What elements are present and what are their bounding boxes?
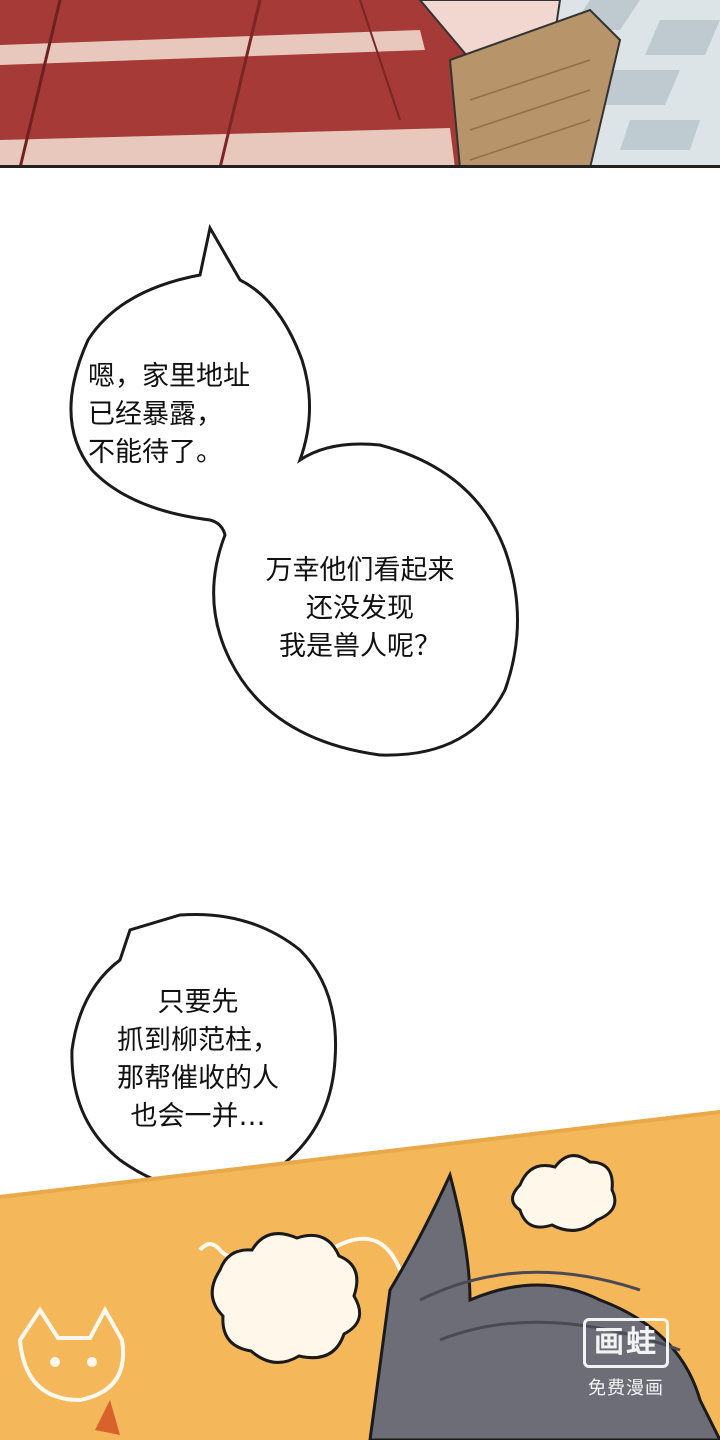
watermark: 画蛙 免费漫画 [566,1318,686,1400]
bottom-comic-panel [0,1100,720,1440]
panel-border [0,165,720,168]
speech-bubble-1-2-outline [69,223,519,757]
bottom-panel-art [0,1110,720,1440]
watermark-logo: 画蛙 [583,1318,669,1368]
top-panel-art [0,0,720,168]
speech-text-3: 只要先 抓到柳范柱， 那帮催收的人 也会一并… [117,987,279,1132]
watermark-subtitle: 免费漫画 [588,1378,664,1399]
speech-text-2: 万幸他们看起来 还没发现 我是兽人呢？ [265,555,455,662]
speech-text-1: 嗯，家里地址 已经暴露， 不能待了。 [88,361,250,468]
top-comic-panel [0,0,720,168]
